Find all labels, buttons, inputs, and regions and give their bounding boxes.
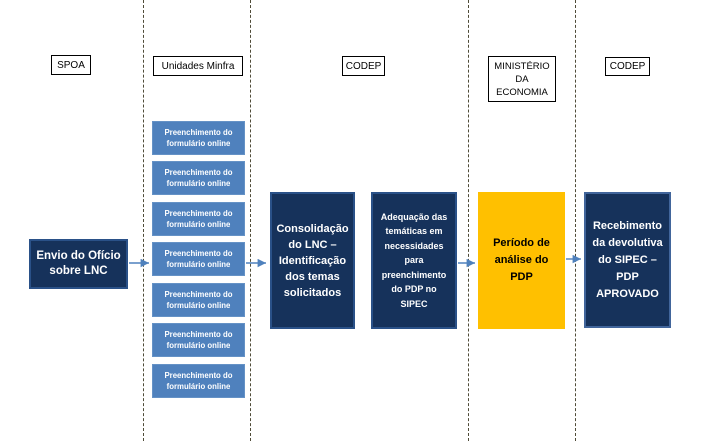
lane-divider <box>468 0 469 441</box>
step-periodo-analise-pdp: Período de análise do PDP <box>478 192 565 329</box>
step-envio-oficio: Envio do Ofício sobre LNC <box>29 239 128 289</box>
step-preenchimento-formulario: Preenchimento do formulário online <box>152 242 245 276</box>
step-consolidacao-lnc: Consolidação do LNC – Identificação dos … <box>270 192 355 329</box>
lane-header-ministerio-economia: MINISTÉRIO DA ECONOMIA <box>488 56 556 102</box>
lane-header-codep-2: CODEP <box>605 57 650 76</box>
step-preenchimento-formulario: Preenchimento do formulário online <box>152 121 245 155</box>
lane-divider <box>250 0 251 441</box>
step-adequacao-tematicas: Adequação das temáticas em necessidades … <box>371 192 457 329</box>
step-preenchimento-formulario: Preenchimento do formulário online <box>152 283 245 317</box>
step-preenchimento-formulario: Preenchimento do formulário online <box>152 364 245 398</box>
step-preenchimento-formulario: Preenchimento do formulário online <box>152 161 245 195</box>
lane-divider <box>143 0 144 441</box>
lane-header-unidades-minfra: Unidades Minfra <box>153 56 243 76</box>
lane-header-spoa: SPOA <box>51 55 91 75</box>
lane-header-codep-1: CODEP <box>342 56 385 76</box>
step-preenchimento-formulario: Preenchimento do formulário online <box>152 323 245 357</box>
lane-divider <box>575 0 576 441</box>
step-preenchimento-formulario: Preenchimento do formulário online <box>152 202 245 236</box>
step-recebimento-devolutiva: Recebimento da devolutiva do SIPEC – PDP… <box>584 192 671 328</box>
